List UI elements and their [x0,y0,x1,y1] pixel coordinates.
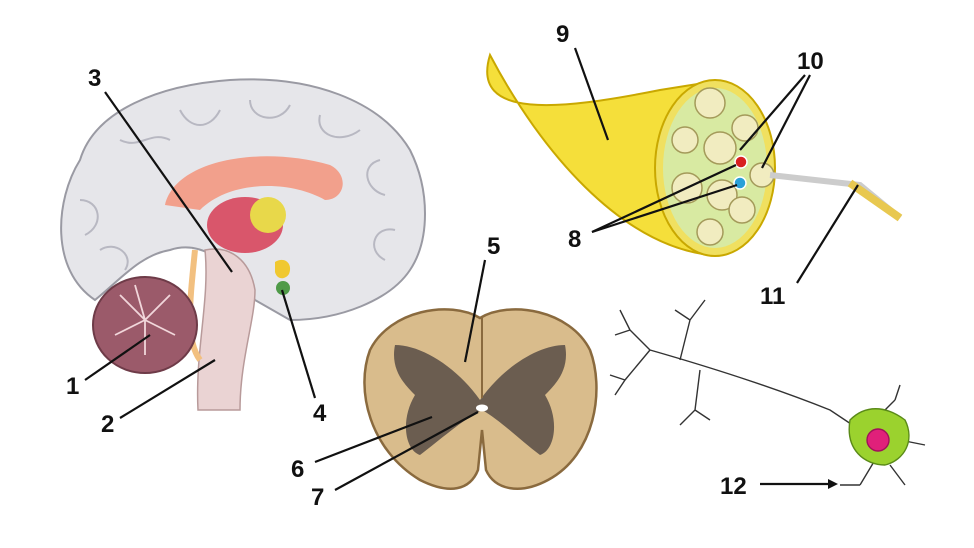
neuron [609,299,926,486]
central-canal [476,404,488,412]
artery [734,155,748,169]
label-8: 8 [568,226,581,253]
label-5: 5 [487,233,500,260]
leader-lines [84,47,859,491]
label-10: 10 [797,48,824,75]
label-11: 11 [760,283,785,310]
corpus-callosum [165,156,343,210]
label-1: 1 [66,373,79,400]
brain-sagittal-section [60,78,426,411]
white-matter [363,308,598,490]
gray-matter [394,345,566,455]
axon-extension [769,172,902,221]
brainstem [196,248,256,411]
label-2: 2 [101,411,114,438]
label-4: 4 [313,400,327,427]
label-3: 3 [88,65,101,92]
pituitary [275,259,291,279]
spinal-cord-cross-section [363,308,598,490]
label-6: 6 [291,456,304,483]
label-12: 12 [720,473,747,500]
vein [733,176,747,190]
nucleus [866,428,890,452]
peripheral-nerve [486,52,903,257]
axon [649,349,861,431]
fascicles [671,87,775,246]
label-7: 7 [311,484,324,511]
label-9: 9 [556,21,569,48]
